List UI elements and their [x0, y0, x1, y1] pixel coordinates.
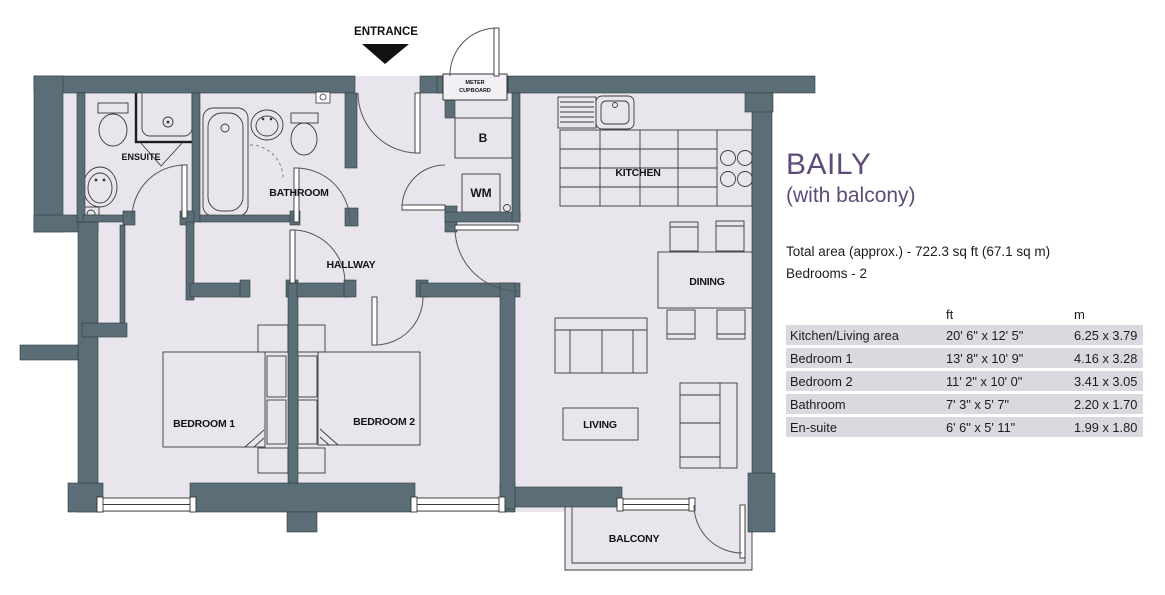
living-label: LIVING — [583, 419, 617, 431]
table-row: Kitchen/Living area 20' 6" x 12' 5" 6.25… — [786, 325, 1144, 346]
sink-bowl — [595, 95, 635, 130]
cell-m: 2.20 x 1.70 — [1074, 396, 1138, 412]
cell-room: Bedroom 2 — [790, 373, 853, 389]
bedroom2-label: BEDROOM 2 — [353, 416, 415, 428]
total-area-text: Total area (approx.) - 722.3 sq ft (67.1… — [786, 244, 1051, 259]
dining-label: DINING — [689, 276, 725, 288]
hallway-label: HALLWAY — [327, 259, 376, 271]
dining-chair — [669, 221, 699, 252]
living-area — [554, 317, 738, 469]
living-label-box — [562, 407, 639, 441]
balcony-label: BALCONY — [609, 533, 660, 545]
entrance-label: ENTRANCE — [354, 26, 418, 38]
sofa-icon — [554, 317, 648, 374]
cell-m: 4.16 x 3.28 — [1074, 350, 1138, 366]
window-bedroom2 — [410, 496, 506, 513]
floor-area — [34, 76, 815, 570]
walls — [19, 75, 816, 533]
header-m: m — [1074, 307, 1085, 323]
window-bedroom1 — [96, 496, 197, 513]
cell-room: Bedroom 1 — [790, 350, 853, 366]
header-ft: ft — [946, 307, 954, 323]
table-header-row: ft m — [786, 307, 1143, 322]
bathroom-door — [293, 167, 351, 223]
switch-symbol — [315, 91, 331, 104]
page-subtitle: (with balcony) — [786, 184, 916, 207]
meter-cupboard-label-2: CUPBOARD — [459, 88, 491, 94]
cell-m: 1.99 x 1.80 — [1074, 419, 1138, 435]
cell-m: 6.25 x 3.79 — [1074, 327, 1138, 343]
bed1-icon — [162, 351, 266, 448]
doors — [131, 27, 746, 559]
bedroom2-door — [371, 296, 424, 346]
cell-ft: 7' 3" x 5' 7" — [946, 396, 1010, 412]
table-row: Bathroom 7' 3" x 5' 7" 2.20 x 1.70 — [786, 394, 1144, 415]
room-bathroom — [202, 107, 319, 217]
cell-room: Kitchen/Living area — [790, 327, 899, 343]
boiler-label: B — [479, 131, 488, 145]
table-row: En-suite 6' 6" x 5' 11" 1.99 x 1.80 — [786, 417, 1144, 438]
cell-ft: 20' 6" x 12' 5" — [946, 327, 1024, 343]
meter-cupboard-door — [449, 27, 500, 77]
cell-m: 3.41 x 3.05 — [1074, 373, 1138, 389]
page-title: BAILY — [786, 148, 872, 181]
ensuite-door — [131, 164, 188, 219]
entrance-door — [357, 92, 421, 154]
meter-cupboard: METER CUPBOARD — [442, 73, 508, 101]
bed2-icon — [317, 351, 421, 446]
cell-ft: 13' 8" x 10' 9" — [946, 350, 1024, 366]
room-bedroom1 — [162, 324, 289, 474]
table-row: Bedroom 2 11' 2" x 10' 0" 3.41 x 3.05 — [786, 371, 1144, 392]
armchair-icon — [679, 382, 738, 469]
washing-machine-label: WM — [470, 186, 491, 200]
cell-room: Bathroom — [790, 396, 846, 412]
wall-stub — [19, 344, 79, 361]
floor-plan: METER CUPBOARD — [19, 26, 816, 571]
dimensions-table: ft m Kitchen/Living area 20' 6" x 12' 5"… — [786, 304, 1144, 440]
ensuite-label: ENSUITE — [121, 152, 160, 162]
bathroom-label: BATHROOM — [269, 187, 329, 199]
table-row: Bedroom 1 13' 8" x 10' 9" 4.16 x 3.28 — [786, 348, 1144, 369]
kitchen-label: KITCHEN — [615, 167, 660, 179]
washbasin-bathroom — [250, 109, 284, 141]
toilet-icon — [97, 102, 129, 114]
living-door — [454, 224, 519, 292]
bedrooms-count-text: Bedrooms - 2 — [786, 265, 868, 281]
cell-ft: 11' 2" x 10' 0" — [946, 373, 1023, 389]
cell-ft: 6' 6" x 5' 11" — [946, 419, 1016, 435]
bedroom1-label: BEDROOM 1 — [173, 418, 235, 430]
header-room — [786, 307, 942, 322]
cupboard-door — [401, 164, 446, 211]
windows — [96, 496, 696, 513]
bedroom1-door — [289, 229, 346, 284]
shower-door — [139, 141, 184, 167]
entrance-arrow-icon — [362, 44, 409, 64]
summary: Total area (approx.) - 722.3 sq ft (67.1… — [786, 241, 1150, 284]
hob-icon — [720, 150, 736, 166]
window-living-balcony — [616, 497, 696, 512]
cell-room: En-suite — [790, 419, 837, 435]
meter-cupboard-label-1: METER — [465, 80, 484, 86]
info-panel: BAILY (with balcony) Total area (approx.… — [786, 148, 1150, 440]
balcony-door — [693, 504, 746, 559]
pillow — [266, 355, 287, 398]
